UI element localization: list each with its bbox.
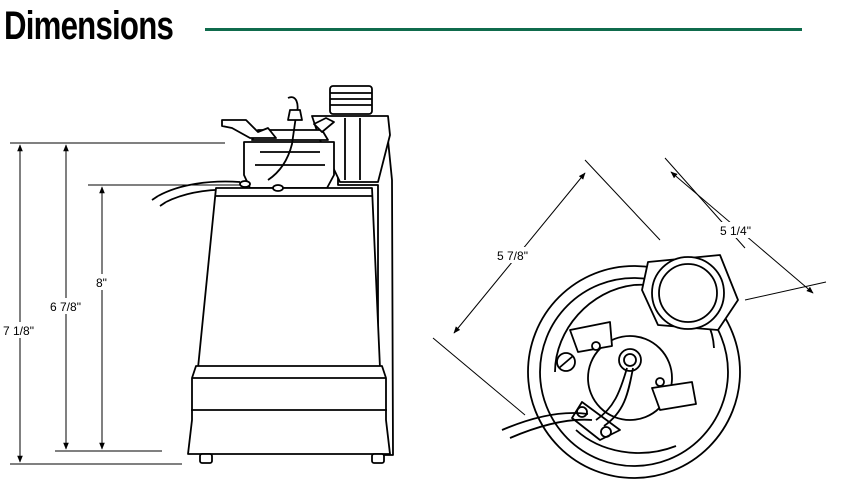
pump-bottom-view bbox=[501, 254, 741, 479]
label-length: 5 7/8" bbox=[497, 249, 528, 263]
label-body-height: 8" bbox=[96, 276, 107, 290]
side-view-dimensions bbox=[10, 142, 250, 465]
page-title: Dimensions bbox=[4, 4, 174, 48]
pump-side-view bbox=[151, 85, 394, 464]
ext-line-d bbox=[744, 281, 827, 301]
label-outlet-height: 6 7/8" bbox=[50, 300, 81, 314]
label-overall-height: 7 1/8" bbox=[3, 324, 34, 338]
label-width: 5 1/4" bbox=[720, 224, 751, 238]
ext-line-a bbox=[584, 159, 661, 241]
ext-line-c bbox=[432, 337, 526, 416]
title-rule bbox=[205, 28, 802, 31]
